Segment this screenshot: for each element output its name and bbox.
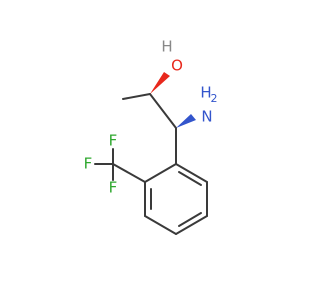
fluorine-bottom-label: F [109, 179, 118, 197]
fluorine-top-label: F [109, 132, 118, 150]
bond-ring-cf3 [112, 163, 146, 183]
ring-bond-4 [144, 215, 177, 235]
wedge-layer [150, 72, 196, 128]
ring-bond-1 [175, 163, 208, 183]
wedge-amine-carbon-nitrogen [176, 114, 196, 128]
ring-double-bond-a [178, 171, 202, 186]
amine-nitrogen-label: N [201, 108, 212, 126]
ring-bond-3 [175, 215, 208, 235]
ring-double-bond-b [178, 212, 202, 227]
fluorine-left-label: F [84, 155, 93, 173]
bond-layer [94, 93, 208, 235]
amine-subscript-label: 2 [211, 92, 218, 105]
wedge-carbinol-oxygen [150, 72, 170, 94]
molecule-structure: H O H 2 N F F F [84, 38, 218, 235]
ring-bond-6 [144, 163, 177, 183]
atom-label-layer: H O H 2 N F F F [84, 38, 218, 197]
amine-hydrogen-label: H [200, 84, 211, 102]
hydroxyl-hydrogen-label: H [161, 38, 172, 56]
hydroxyl-oxygen-label: O [171, 57, 183, 75]
bond-methyl-carbinol [122, 93, 151, 100]
bond-carbinol-amine-carbon [149, 93, 177, 129]
